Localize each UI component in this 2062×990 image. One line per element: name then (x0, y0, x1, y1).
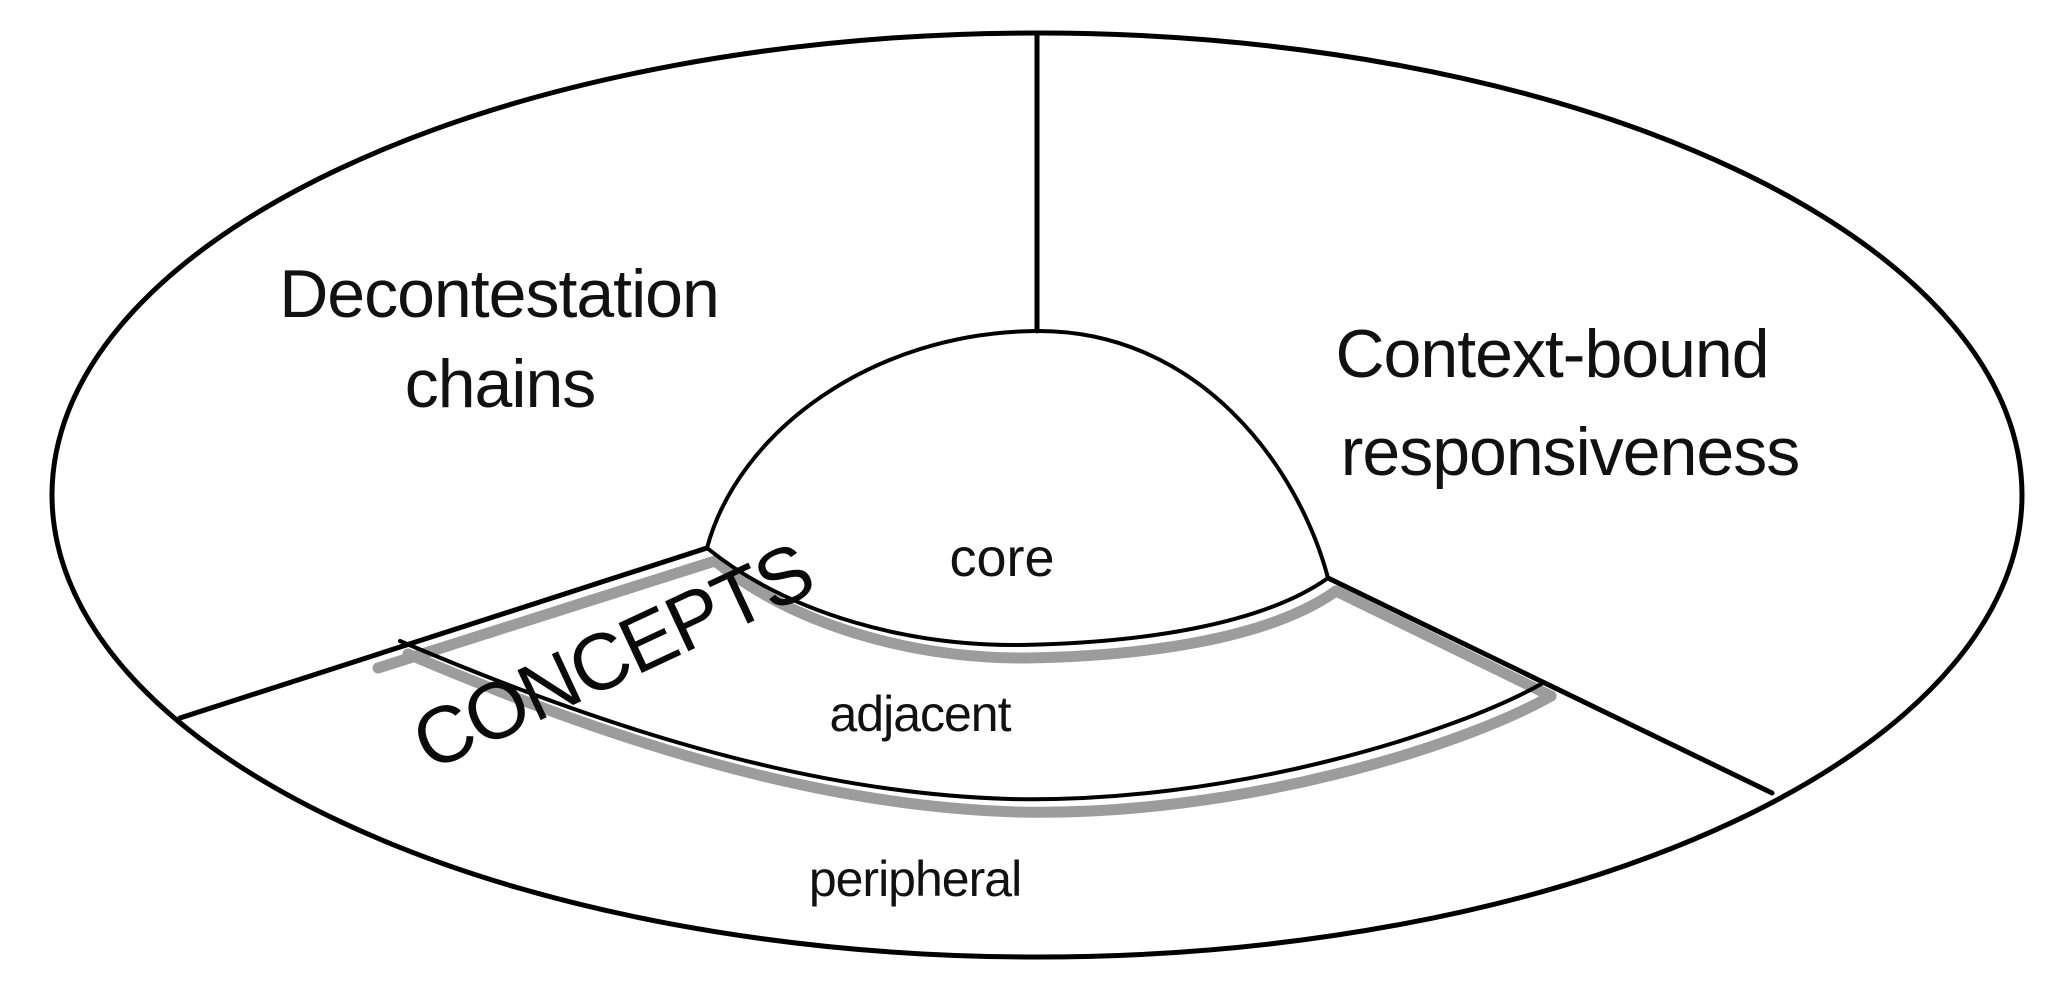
adjacent-peripheral-arc-shadow (402, 648, 1557, 818)
sector-right-label-line1: Context-bound (1335, 316, 1768, 392)
adjacent-peripheral-arc (398, 639, 1545, 802)
core-bottom-arc-shadow (709, 555, 1342, 664)
ring-peripheral-label: peripheral (809, 851, 1021, 907)
concepts-axis-label: CONCEPTS (399, 526, 825, 788)
ring-adjacent-label: adjacent (829, 686, 1011, 742)
right-divider-line (1325, 575, 1775, 796)
ring-core-label: core (949, 528, 1054, 588)
shadow-group (372, 555, 1557, 818)
sector-left-label-line2: chains (405, 346, 596, 422)
right-divider-shadow (1330, 585, 1557, 702)
sector-right-label-line2: responsiveness (1341, 414, 1799, 490)
left-divider-line (177, 545, 710, 721)
core-dome-arc (705, 328, 1330, 580)
sector-left-label-line1: Decontestation (279, 256, 719, 332)
left-divider-shadow (372, 555, 721, 674)
core-bottom-arc (705, 546, 1330, 648)
